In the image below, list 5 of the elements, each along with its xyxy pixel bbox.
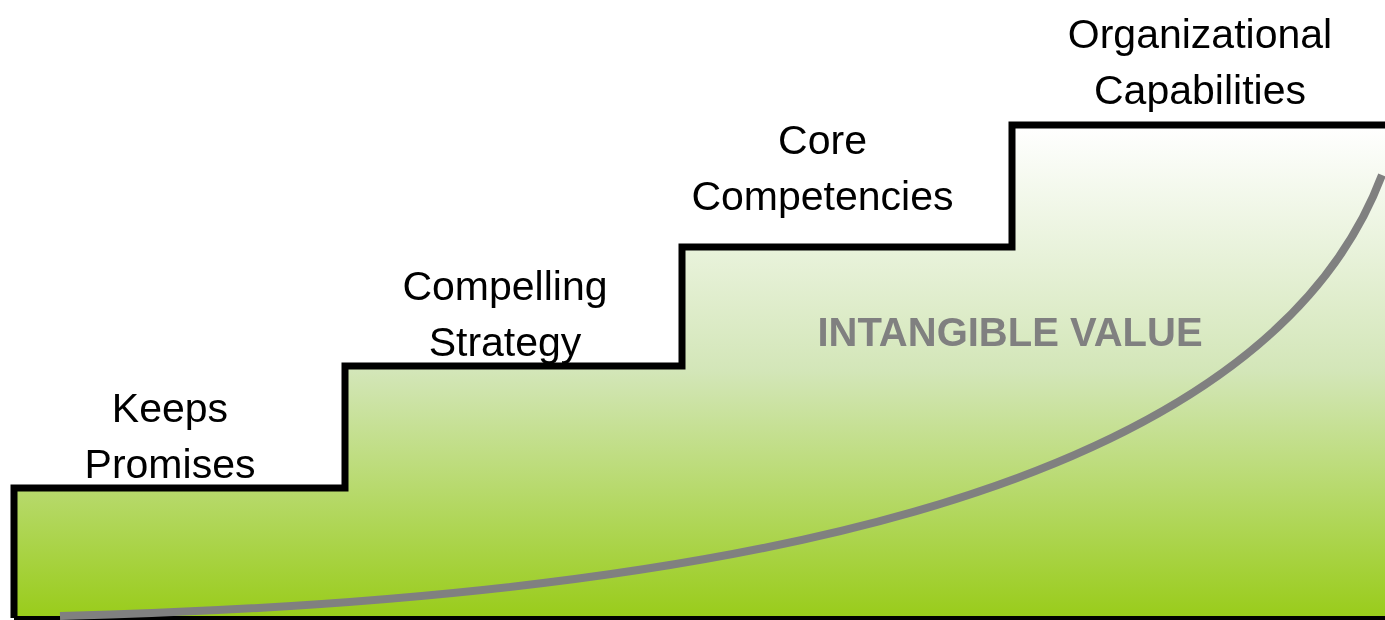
step-label: Core Competencies <box>690 116 955 221</box>
step-label: Keeps Promises <box>83 384 257 489</box>
step-label: Organizational Capabilities <box>1066 10 1334 115</box>
value-label: INTANGIBLE VALUE <box>816 309 1204 356</box>
step-label: Compelling Strategy <box>401 262 609 367</box>
